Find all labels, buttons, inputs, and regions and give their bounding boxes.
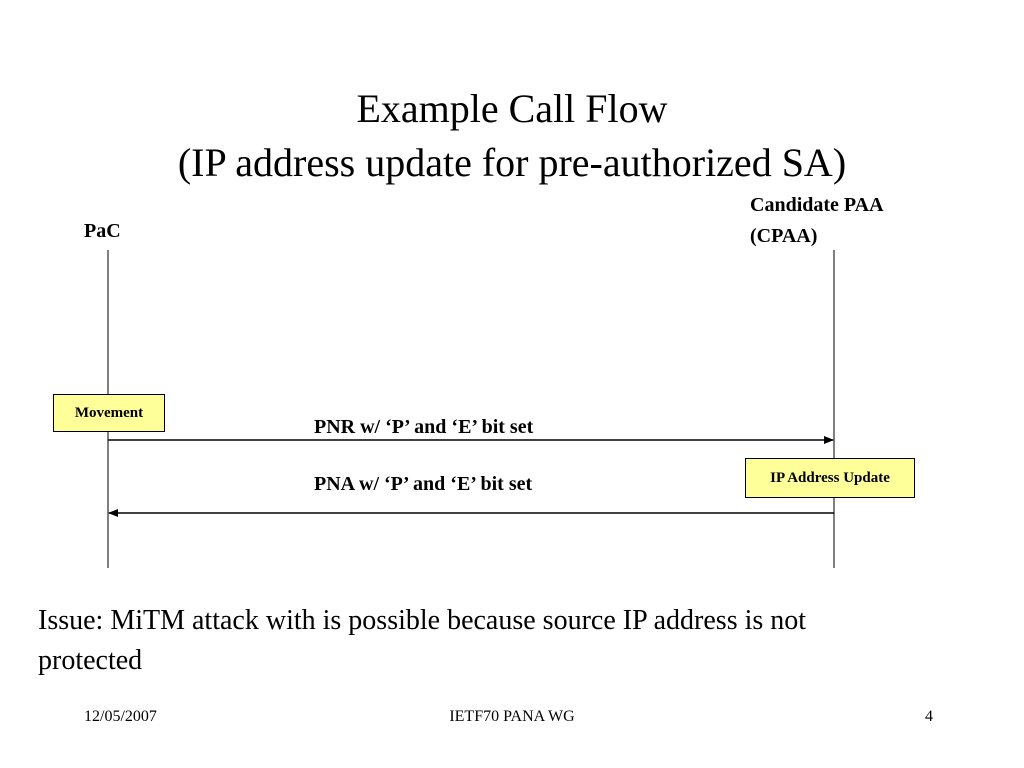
message-pna-label: PNA w/ ‘P’ and ‘E’ bit set (314, 473, 533, 495)
slide-title-line-2: (IP address update for pre-authorized SA… (177, 140, 847, 185)
actor-cpaa-label-line-2: (CPAA) (750, 225, 818, 247)
message-pnr-label: PNR w/ ‘P’ and ‘E’ bit set (314, 416, 534, 438)
actor-cpaa-label-line-1: Candidate PAA (750, 194, 884, 216)
slide-title-line-1: Example Call Flow (356, 86, 668, 131)
movement-box: Movement (53, 394, 165, 432)
actor-cpaa-label: Candidate PAA (CPAA) (750, 190, 884, 252)
page-number: 4 (925, 708, 933, 725)
actor-pac-label: PaC (84, 220, 121, 242)
footer-date: 12/05/2007 (84, 708, 157, 725)
issue-text: Issue: MiTM attack with is possible beca… (38, 605, 807, 676)
footer-title: IETF70 PANA WG (449, 708, 575, 725)
ip-address-update-box: IP Address Update (745, 458, 915, 498)
slide-title: Example Call Flow (IP address update for… (0, 82, 1024, 190)
